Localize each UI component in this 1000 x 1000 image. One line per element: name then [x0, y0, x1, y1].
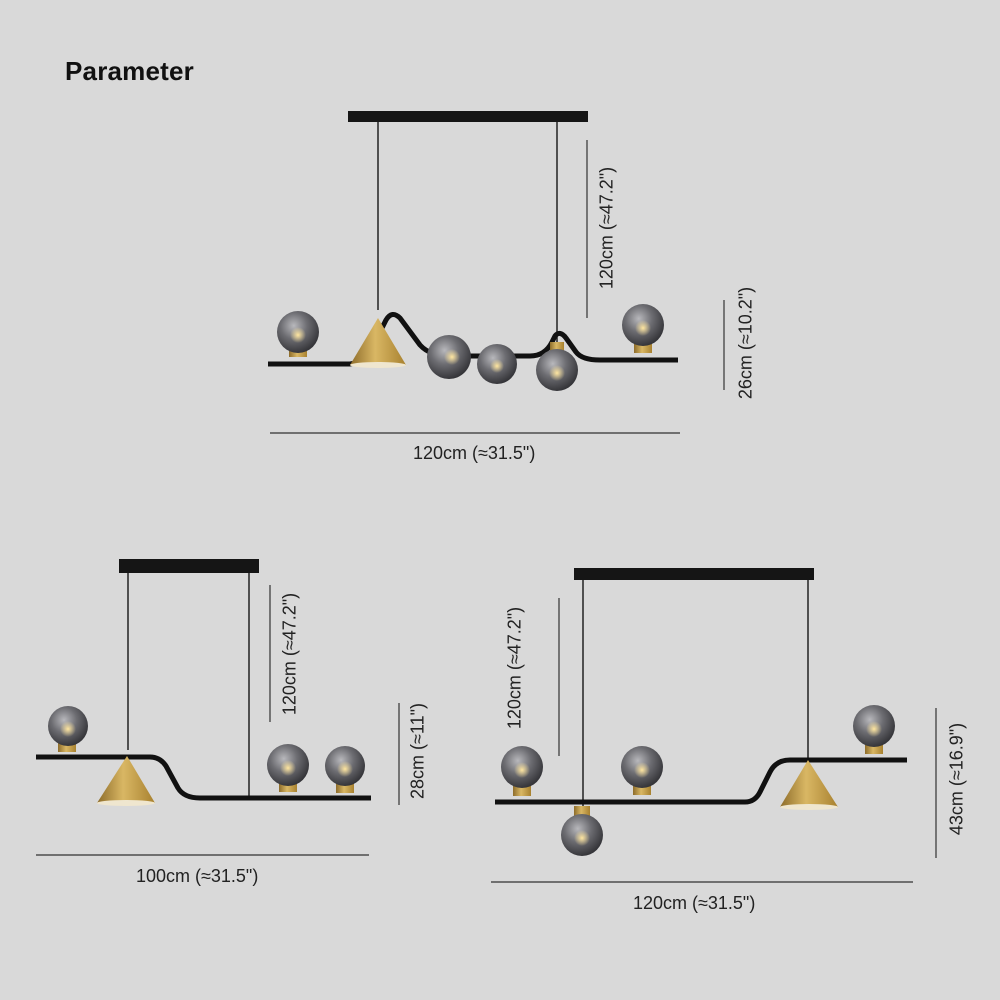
chandelier-bottom-left: [36, 559, 400, 856]
globe-lamp: [267, 744, 309, 792]
cone-shade-lamp: [780, 760, 838, 810]
ceiling-canopy: [348, 111, 588, 122]
width-label: 100cm (≈31.5"): [136, 866, 259, 886]
globe-lamp: [853, 705, 895, 754]
globe-lamp: [621, 746, 663, 795]
globe-lamp: [427, 335, 471, 379]
step-frame: [36, 754, 371, 801]
globe-lamp: [48, 706, 88, 752]
ceiling-canopy: [574, 568, 814, 580]
height-label: 120cm (≈47.2"): [279, 592, 300, 716]
depth-label: 26cm (≈10.2"): [735, 286, 756, 400]
width-label: 120cm (≈31.5"): [633, 893, 756, 913]
globe-lamp: [561, 806, 603, 856]
globe-lamp: [477, 344, 517, 384]
step-frame: [495, 757, 907, 805]
globe-lamp: [325, 746, 365, 793]
height-label: 120cm (≈47.2"): [504, 606, 525, 730]
chandelier-top: [268, 111, 725, 434]
globe-lamp: [536, 342, 578, 391]
page-title: Parameter: [65, 56, 194, 86]
globe-lamp: [277, 311, 319, 357]
cone-shade-lamp: [97, 756, 155, 806]
wave-frame: [268, 312, 678, 367]
cone-shade-lamp: [350, 318, 406, 368]
ceiling-canopy: [119, 559, 259, 573]
globe-lamp: [622, 304, 664, 353]
height-label: 120cm (≈47.2"): [596, 166, 617, 290]
depth-label: 43cm (≈16.9"): [946, 722, 967, 836]
depth-label: 28cm (≈11"): [407, 703, 428, 799]
width-label: 120cm (≈31.5"): [413, 443, 536, 463]
globe-lamp: [501, 746, 543, 796]
chandelier-bottom-right: [491, 568, 937, 883]
